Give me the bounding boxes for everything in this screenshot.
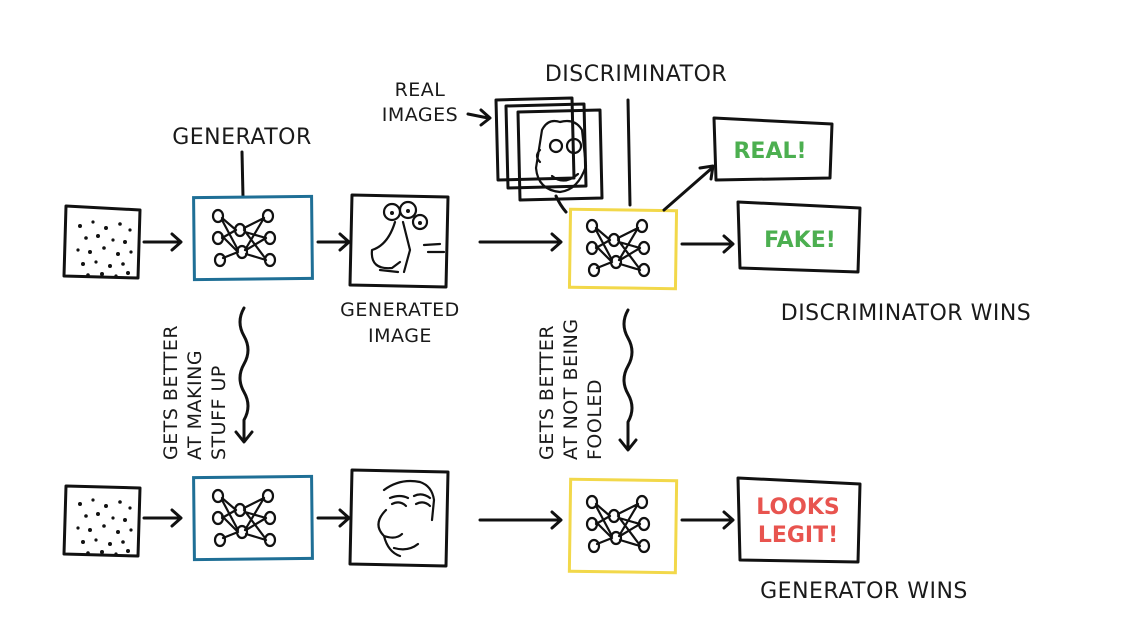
noise-input-bottom	[62, 484, 142, 558]
generator-improves-line2: AT MAKING	[184, 350, 206, 460]
real-images-stack	[494, 96, 604, 202]
verdict-real-text: REAL!	[733, 139, 806, 164]
arrow-discriminator-to-legit	[680, 510, 735, 530]
generator-improves-line1: GETS BETTER	[160, 325, 182, 460]
discriminator-title: DISCRIMINATOR	[545, 62, 727, 87]
discriminator-wins-label: DISCRIMINATOR WINS	[781, 301, 1032, 326]
generated-image-label-line1: GENERATED	[340, 299, 460, 321]
generator-network-top	[192, 194, 314, 282]
arrow-noise-to-generator-bottom	[142, 508, 183, 528]
discriminator-network-top	[567, 207, 679, 291]
generator-title-connector	[240, 150, 245, 199]
arrow-discriminator-to-fake	[680, 234, 735, 254]
generated-image-face	[348, 468, 450, 568]
generator-improves-line3: STUFF UP	[208, 365, 230, 460]
arrow-real-images	[466, 108, 492, 127]
discriminator-improves-line3: FOOLED	[584, 379, 606, 460]
real-images-label-line2: IMAGES	[382, 104, 458, 126]
arrow-discriminator-to-real	[662, 164, 715, 212]
squiggle-arrow-discriminator	[618, 308, 638, 452]
arrow-generator-to-image-bottom	[316, 508, 351, 528]
discriminator-improves-line2: AT NOT BEING	[560, 318, 582, 460]
generated-image-creature	[348, 193, 450, 289]
verdict-legit-card: LOOKS LEGIT!	[736, 476, 862, 564]
verdict-legit-line1: LOOKS	[756, 495, 840, 520]
discriminator-improves-label: GETS BETTER AT NOT BEING FOOLED	[536, 318, 606, 460]
verdict-legit-line2: LEGIT!	[758, 523, 838, 548]
real-images-connector	[554, 194, 568, 214]
arrow-image-to-discriminator-bottom	[478, 510, 563, 530]
generator-improves-label: GETS BETTER AT MAKING STUFF UP	[160, 325, 230, 460]
real-images-label-line1: REAL	[395, 79, 446, 101]
discriminator-improves-line1: GETS BETTER	[536, 325, 558, 460]
discriminator-network-bottom	[567, 477, 679, 575]
generator-wins-label: GENERATOR WINS	[760, 579, 968, 604]
generated-image-label-line2: IMAGE	[368, 325, 432, 347]
verdict-fake-text: FAKE!	[764, 228, 836, 253]
verdict-fake-card: FAKE!	[736, 200, 862, 274]
arrow-generator-to-image-top	[316, 232, 351, 252]
noise-input-top	[62, 204, 142, 280]
generator-network-bottom	[192, 474, 314, 562]
discriminator-title-connector	[626, 98, 632, 207]
verdict-real-card: REAL!	[712, 116, 834, 182]
arrow-image-to-discriminator-top	[478, 232, 563, 252]
squiggle-arrow-generator	[234, 306, 254, 444]
arrow-noise-to-generator-top	[142, 232, 183, 252]
generator-title: GENERATOR	[172, 125, 312, 150]
